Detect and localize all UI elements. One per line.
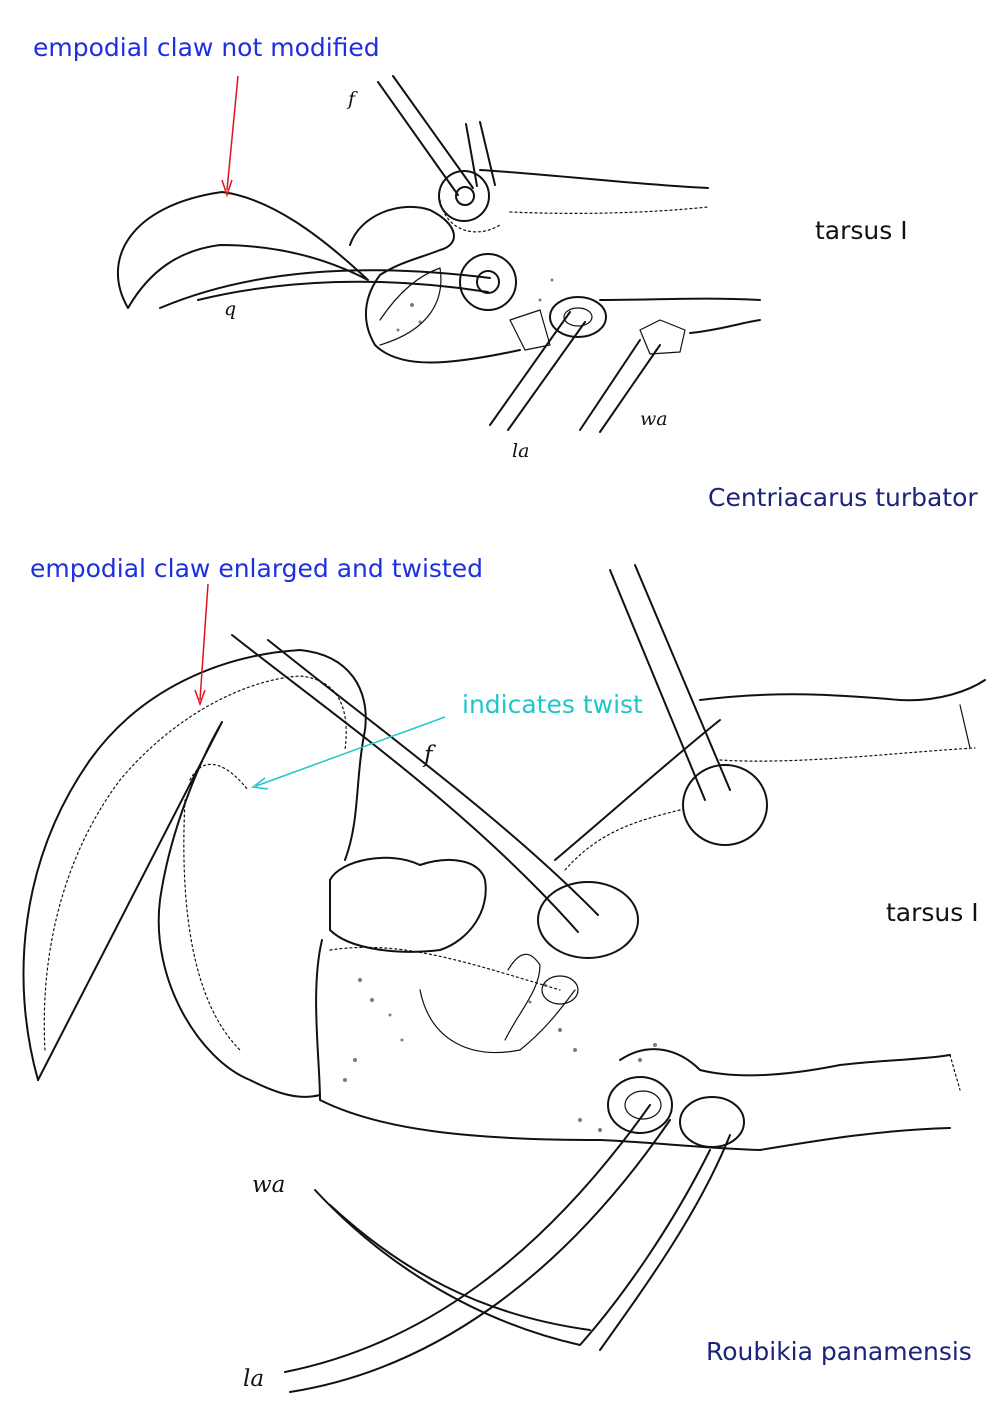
top-seta-q-label: q — [224, 298, 237, 320]
bottom-la-socket — [607, 1076, 673, 1134]
top-seta-la — [489, 311, 571, 426]
top-seta-la-label: la — [512, 440, 530, 462]
bottom-annotation-label: empodial claw enlarged and twisted — [30, 554, 483, 583]
top-seta-wa-label: wa — [640, 408, 668, 430]
top-red-arrow — [226, 75, 239, 191]
bottom-seta-f — [231, 634, 579, 933]
top-seta-f — [377, 81, 459, 196]
bottom-empodial-claw — [22, 649, 367, 1081]
twist-cyan-arrow — [255, 716, 446, 787]
top-tarsus-drawing — [117, 75, 761, 433]
top-seta-q — [159, 269, 491, 309]
bottom-seta-f-label: f — [424, 742, 433, 768]
top-seta-wa — [579, 339, 641, 431]
bottom-seta-wa — [314, 1149, 711, 1346]
bottom-seta-la-label: la — [243, 1366, 265, 1392]
top-tarsus-label: tarsus I — [815, 216, 908, 245]
bottom-upper-seta — [609, 569, 706, 801]
bottom-wa-socket — [679, 1096, 745, 1148]
bottom-seta-wa-label: wa — [252, 1172, 286, 1198]
bottom-species-label: Roubikia panamensis — [706, 1337, 972, 1366]
top-species-label: Centriacarus turbator — [708, 483, 978, 512]
top-empodial-claw — [117, 191, 369, 309]
top-seta-f-label: f — [348, 88, 356, 110]
bottom-tarsus-label: tarsus I — [886, 898, 979, 927]
bottom-seta-la — [284, 1104, 651, 1373]
bottom-tarsus-drawing — [22, 564, 986, 1393]
top-annotation-label: empodial claw not modified — [33, 33, 380, 62]
twist-annotation-label: indicates twist — [462, 690, 643, 719]
bottom-red-arrow — [199, 583, 209, 701]
